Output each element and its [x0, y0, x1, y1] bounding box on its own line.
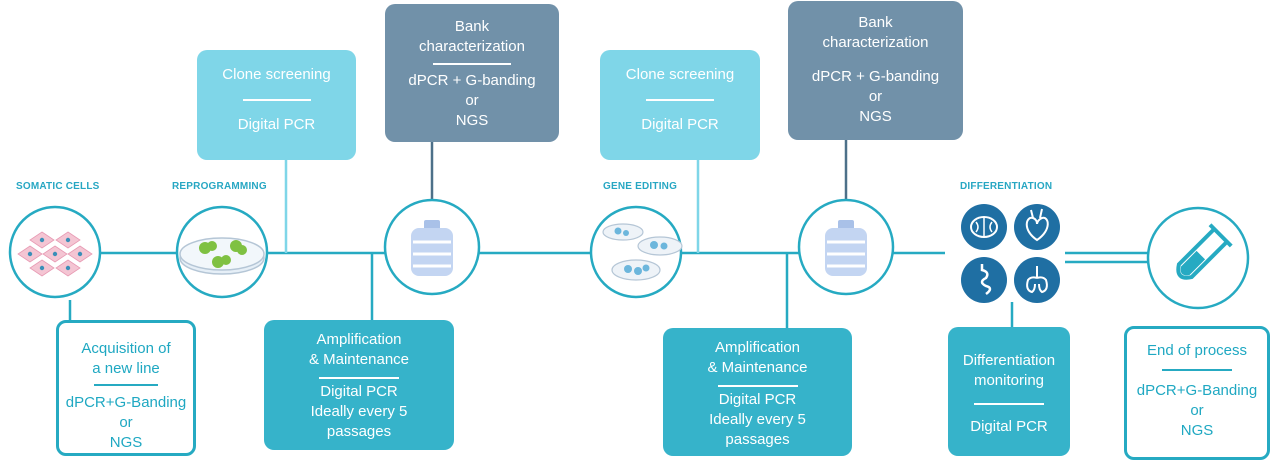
test-tube-icon — [1146, 206, 1250, 310]
spacer — [788, 53, 963, 67]
box-title-line1: Bank — [858, 14, 893, 31]
box-method-line1: dPCR + G-banding — [811, 68, 940, 85]
amplification-box: Amplification & Maintenance Digital PCR … — [663, 328, 852, 456]
digestive-icon — [961, 257, 1007, 303]
box-title-line2: characterization — [822, 34, 929, 51]
box-method-line3: NGS — [1180, 422, 1214, 439]
box-title-line1: Amplification — [316, 331, 402, 348]
box-title-line1: Amplification — [714, 339, 801, 356]
heart-icon — [1014, 204, 1060, 250]
box-title: Clone screening — [625, 66, 735, 83]
divider — [242, 99, 311, 101]
box-method-line3: NGS — [455, 112, 489, 129]
box-method-line3: passages — [326, 423, 392, 440]
box-method-line2: Ideally every 5 — [310, 403, 408, 420]
divider — [433, 63, 511, 65]
petri-dish-icon — [175, 205, 269, 299]
box-method-line1: dPCR + G-banding — [408, 72, 536, 89]
box-method-line1: Digital PCR — [970, 418, 1048, 435]
lungs-icon — [1014, 257, 1060, 303]
divider — [94, 384, 158, 386]
box-method-line2: or — [119, 414, 133, 431]
box-title-line2: & Maintenance — [308, 351, 410, 368]
box-method-line2: or — [868, 88, 883, 105]
clone-screening-box: Clone screening Digital PCR — [600, 50, 760, 160]
brain-icon — [961, 204, 1007, 250]
box-title-line1: Differentiation — [962, 352, 1056, 369]
end-of-process-box: End of process dPCR+G-Banding or NGS — [1124, 326, 1270, 460]
clone-screening-box: Clone screening Digital PCR — [197, 50, 356, 160]
amplification-box: Amplification & Maintenance Digital PCR … — [264, 320, 454, 450]
divider — [974, 403, 1044, 405]
stage-label-differentiation: DIFFERENTIATION — [960, 181, 1053, 192]
box-method-line1: dPCR+G-Banding — [1136, 382, 1258, 399]
box-method-line1: dPCR+G-Banding — [65, 394, 187, 411]
divider — [717, 385, 798, 387]
box-method: Digital PCR — [237, 116, 316, 133]
box-method-line3: passages — [725, 431, 790, 448]
differentiation-monitoring-box: Differentiation monitoring Digital PCR — [948, 327, 1070, 456]
divider — [646, 99, 714, 101]
box-method-line3: NGS — [859, 108, 892, 125]
cells-icon — [8, 205, 102, 299]
box-method: Digital PCR — [641, 116, 719, 133]
divider — [1162, 369, 1232, 371]
bank-characterization-box: Bank characterization dPCR + G-banding o… — [385, 4, 559, 142]
bank-characterization-box: Bank characterization dPCR + G-banding o… — [788, 1, 963, 140]
box-title: Clone screening — [222, 66, 331, 83]
acquisition-box: Acquisition of a new line dPCR+G-Banding… — [56, 320, 196, 456]
box-title-line1: Acquisition of — [81, 340, 171, 357]
box-method-line1: Digital PCR — [718, 391, 797, 408]
box-method-line3: NGS — [109, 434, 143, 451]
box-title-line2: & Maintenance — [707, 359, 808, 376]
bioreactor-icon — [797, 198, 895, 296]
box-method-line2: or — [1190, 402, 1204, 419]
box-title-line2: a new line — [92, 360, 160, 377]
box-method-line2: Ideally every 5 — [709, 411, 806, 428]
divider — [319, 377, 399, 379]
bioreactor-icon — [383, 198, 481, 296]
edited-dishes-icon — [589, 205, 683, 299]
stage-label-somatic-cells: SOMATIC CELLS — [16, 181, 100, 192]
box-title: End of process — [1146, 342, 1248, 359]
box-title-line2: monitoring — [973, 372, 1045, 389]
organ-tiles — [945, 198, 1065, 303]
stage-label-gene-editing: GENE EDITING — [603, 181, 678, 192]
box-title-line2: characterization — [419, 38, 525, 55]
box-title-line1: Bank — [454, 18, 490, 35]
box-method-line1: Digital PCR — [320, 383, 398, 400]
box-method-line2: or — [465, 92, 479, 109]
stage-label-reprogramming: REPROGRAMMING — [172, 181, 267, 192]
